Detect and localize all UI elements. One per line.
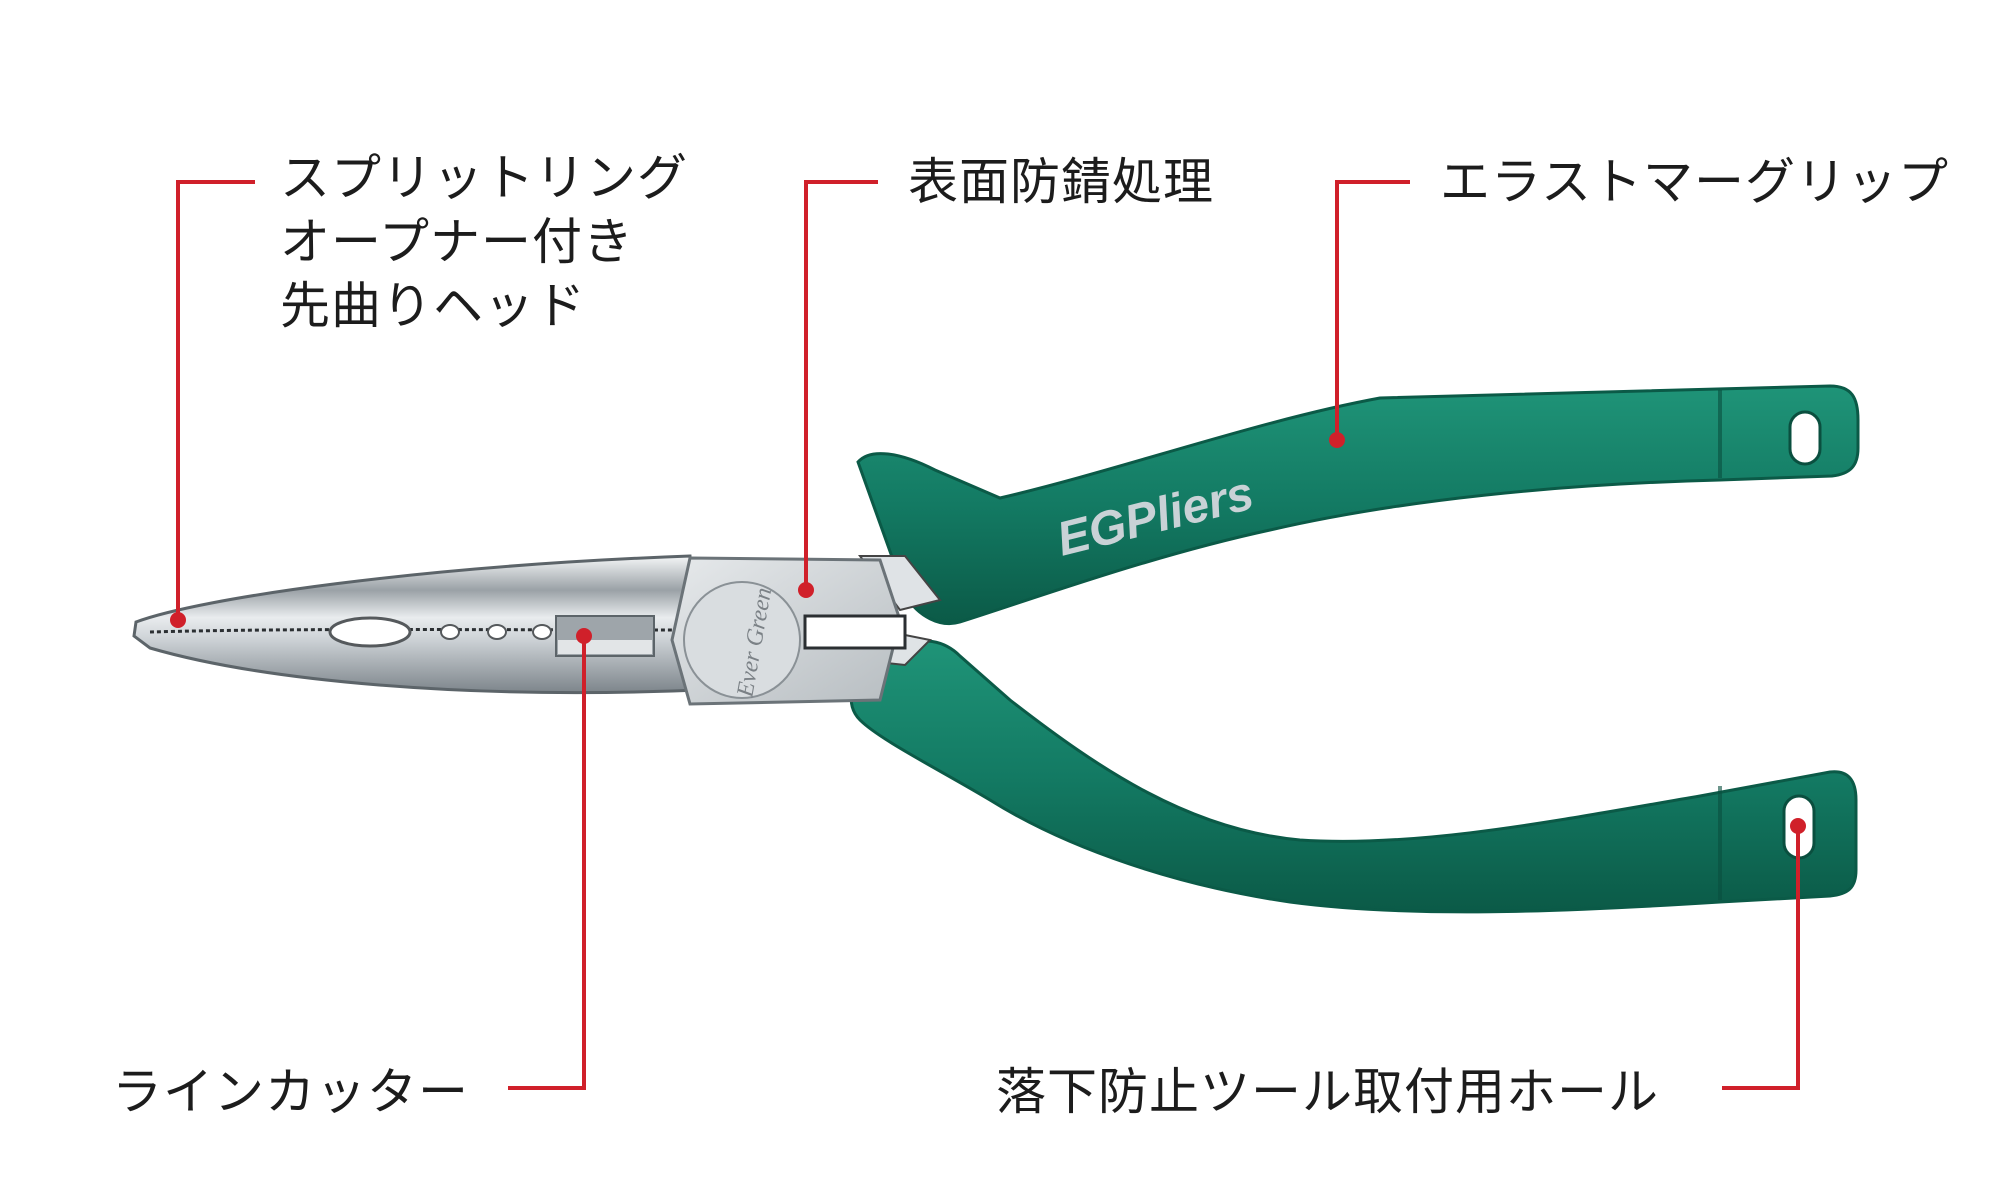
lower-handle	[849, 639, 1858, 914]
callout-label-grip-text: エラストマーグリップ	[1440, 153, 1949, 211]
callout-label-tip-line-1: スプリットリング	[280, 149, 688, 207]
callout-line-hole	[1722, 826, 1800, 1090]
jaw	[132, 554, 702, 695]
callout-label-hole-text: 落下防止ツール取付用ホール	[996, 1063, 1659, 1121]
callout-line-cutter	[508, 636, 586, 1090]
upper-lanyard-hole	[1788, 410, 1822, 466]
callout-line-tip	[176, 180, 255, 618]
callout-lines	[176, 180, 1800, 1090]
joint: Ever Green	[670, 556, 907, 706]
dot-cutter	[576, 628, 592, 644]
callout-label-tip-line-3: 先曲りヘッド	[280, 277, 586, 335]
callout-label-surface-text: 表面防錆処理	[908, 153, 1214, 211]
dot-grip	[1329, 432, 1345, 448]
dot-surface	[798, 582, 814, 598]
callout-line-surface	[804, 180, 878, 588]
callout-label-cutter-text: ラインカッター	[112, 1063, 469, 1121]
callout-label-tip: スプリットリング オープナー付き 先曲りヘッド	[280, 146, 688, 338]
callout-line-grip	[1335, 180, 1410, 440]
callout-label-hole: 落下防止ツール取付用ホール	[996, 1060, 1659, 1124]
upper-handle: EGPliers	[856, 384, 1860, 625]
callout-label-tip-line-2: オープナー付き	[280, 213, 634, 271]
callout-label-grip: エラストマーグリップ	[1440, 150, 1949, 214]
dot-hole	[1790, 818, 1806, 834]
dot-tip	[170, 612, 186, 628]
callout-dots	[170, 432, 1806, 834]
callout-label-cutter: ラインカッター	[112, 1060, 469, 1124]
callout-label-surface: 表面防錆処理	[908, 150, 1214, 214]
